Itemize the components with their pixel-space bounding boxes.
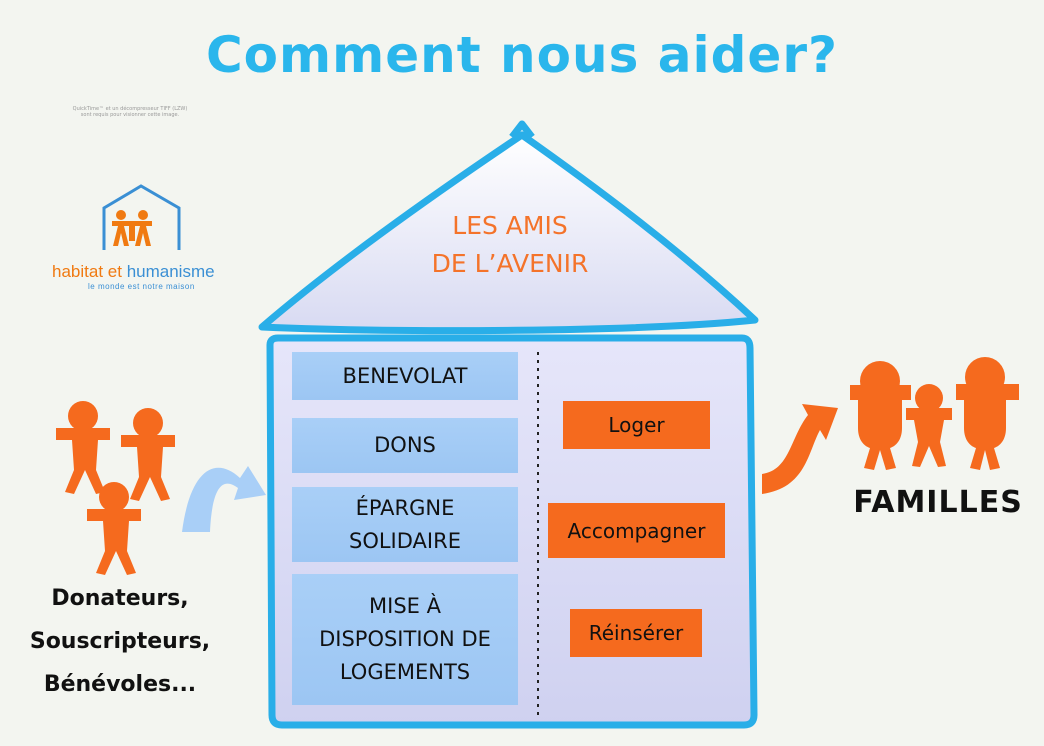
page-title: Comment nous aider? (205, 26, 838, 84)
donors-line1: Donateurs, (51, 586, 189, 611)
roof-title-line1: LES AMIS (452, 211, 568, 240)
logo-name: habitat et humanisme (52, 262, 232, 282)
action-reinserer: Réinsérer (570, 609, 702, 657)
families-label: FAMILLES (853, 485, 1023, 520)
help-item-epargne: ÉPARGNE SOLIDAIRE (292, 487, 518, 562)
logo-tagline: le monde est notre maison (88, 282, 195, 291)
help-item-logements: MISE À DISPOSITION DE LOGEMENTS (292, 574, 518, 705)
families-arrow (762, 404, 838, 494)
missing-image-note: QuickTime™ et un décompresseur TIFF (LZW… (72, 106, 188, 118)
logo-name-part2: humanisme (126, 262, 215, 281)
donor-people-icon (56, 401, 175, 575)
donors-line3: Bénévoles... (43, 672, 197, 697)
action-loger: Loger (563, 401, 710, 449)
action-accompagner: Accompagner (548, 503, 725, 558)
logo-name-part1: habitat et (52, 262, 122, 281)
donors-label: Donateurs, Souscripteurs, Bénévoles... (15, 577, 225, 706)
help-item-benevolat: BENEVOLAT (292, 352, 518, 400)
family-people-icon (850, 357, 1019, 470)
roof-title-line2: DE L’AVENIR (431, 249, 589, 278)
donors-line2: Souscripteurs, (29, 629, 211, 654)
house-roof (258, 131, 759, 335)
donor-arrow (182, 466, 266, 532)
help-item-dons: DONS (292, 418, 518, 473)
roof-title: LES AMIS DE L’AVENIR (380, 207, 640, 283)
logo-icon (102, 184, 181, 250)
